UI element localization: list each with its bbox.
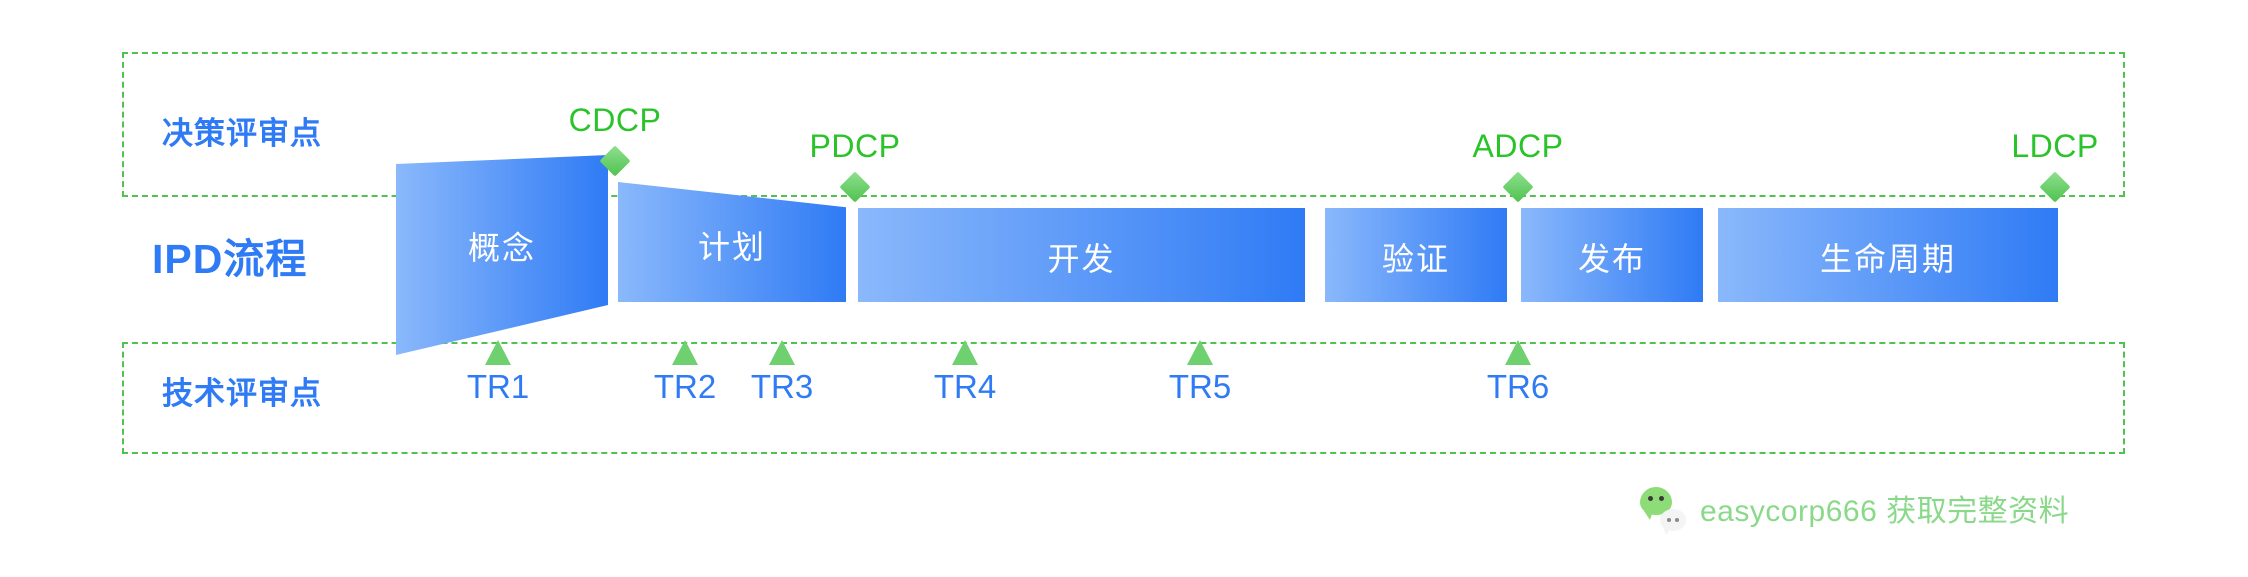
- technical-point-tr2[interactable]: TR2: [654, 340, 716, 405]
- decision-point-pdcp-label: PDCP: [809, 128, 901, 164]
- decision-point-pdcp[interactable]: PDCP: [810, 128, 900, 206]
- technical-review-row-label: 技术评审点: [162, 376, 322, 411]
- stage-develop-fill: [858, 208, 1305, 302]
- wechat-eye: [1659, 496, 1664, 501]
- stage-verify[interactable]: 验证: [1325, 208, 1507, 302]
- triangle-up-icon: [672, 340, 698, 365]
- stage-concept[interactable]: 概念: [396, 155, 608, 355]
- technical-point-tr2-label: TR2: [653, 368, 717, 405]
- decision-point-adcp[interactable]: ADCP: [1473, 128, 1563, 206]
- stage-release[interactable]: 发布: [1521, 208, 1703, 302]
- stage-release-fill: [1521, 208, 1703, 302]
- decision-point-ldcp[interactable]: LDCP: [2011, 128, 2098, 206]
- decision-point-adcp-label: ADCP: [1472, 128, 1564, 164]
- decision-point-cdcp-label: CDCP: [568, 102, 662, 138]
- technical-point-tr5-label: TR5: [1168, 368, 1232, 405]
- decision-point-ldcp-label: LDCP: [2011, 128, 2099, 164]
- stage-concept-fill: [396, 155, 608, 355]
- stage-verify-fill: [1325, 208, 1507, 302]
- stage-lifecycle-fill: [1718, 208, 2058, 302]
- technical-point-tr6[interactable]: TR6: [1487, 340, 1549, 405]
- footer-watermark: easycorp666 获取完整资料: [1640, 485, 2070, 535]
- wechat-bubble-large: [1640, 487, 1672, 520]
- diamond-icon: [839, 171, 871, 203]
- wechat-eye: [1675, 518, 1679, 522]
- technical-point-tr6-label: TR6: [1486, 368, 1550, 405]
- technical-point-tr4-label: TR4: [933, 368, 997, 405]
- technical-point-tr3-label: TR3: [750, 368, 814, 405]
- stage-plan[interactable]: 计划: [618, 182, 846, 302]
- triangle-up-icon: [1187, 340, 1213, 365]
- stage-develop[interactable]: 开发: [858, 208, 1305, 302]
- technical-point-tr1[interactable]: TR1: [467, 340, 529, 405]
- diamond-icon: [1502, 171, 1534, 203]
- decision-review-band: [122, 52, 2125, 197]
- decision-point-cdcp[interactable]: CDCP: [569, 102, 661, 180]
- wechat-icon: [1640, 485, 1686, 535]
- diamond-icon: [599, 145, 631, 177]
- stage-lifecycle[interactable]: 生命周期: [1718, 208, 2058, 302]
- triangle-up-icon: [1505, 340, 1531, 365]
- technical-review-band: [122, 342, 2125, 454]
- triangle-up-icon: [485, 340, 511, 365]
- triangle-up-icon: [769, 340, 795, 365]
- wechat-bubble-small: [1660, 509, 1686, 535]
- wechat-eye: [1648, 496, 1653, 501]
- diamond-icon: [2039, 171, 2071, 203]
- decision-review-row-label: 决策评审点: [162, 116, 322, 151]
- technical-point-tr5[interactable]: TR5: [1169, 340, 1231, 405]
- triangle-up-icon: [952, 340, 978, 365]
- technical-point-tr1-label: TR1: [466, 368, 530, 405]
- footer-text: easycorp666 获取完整资料: [1700, 495, 2070, 528]
- wechat-eye: [1667, 518, 1671, 522]
- technical-point-tr3[interactable]: TR3: [751, 340, 813, 405]
- ipd-process-row-label: IPD流程: [152, 236, 308, 282]
- stage-plan-fill: [618, 182, 846, 302]
- technical-point-tr4[interactable]: TR4: [934, 340, 996, 405]
